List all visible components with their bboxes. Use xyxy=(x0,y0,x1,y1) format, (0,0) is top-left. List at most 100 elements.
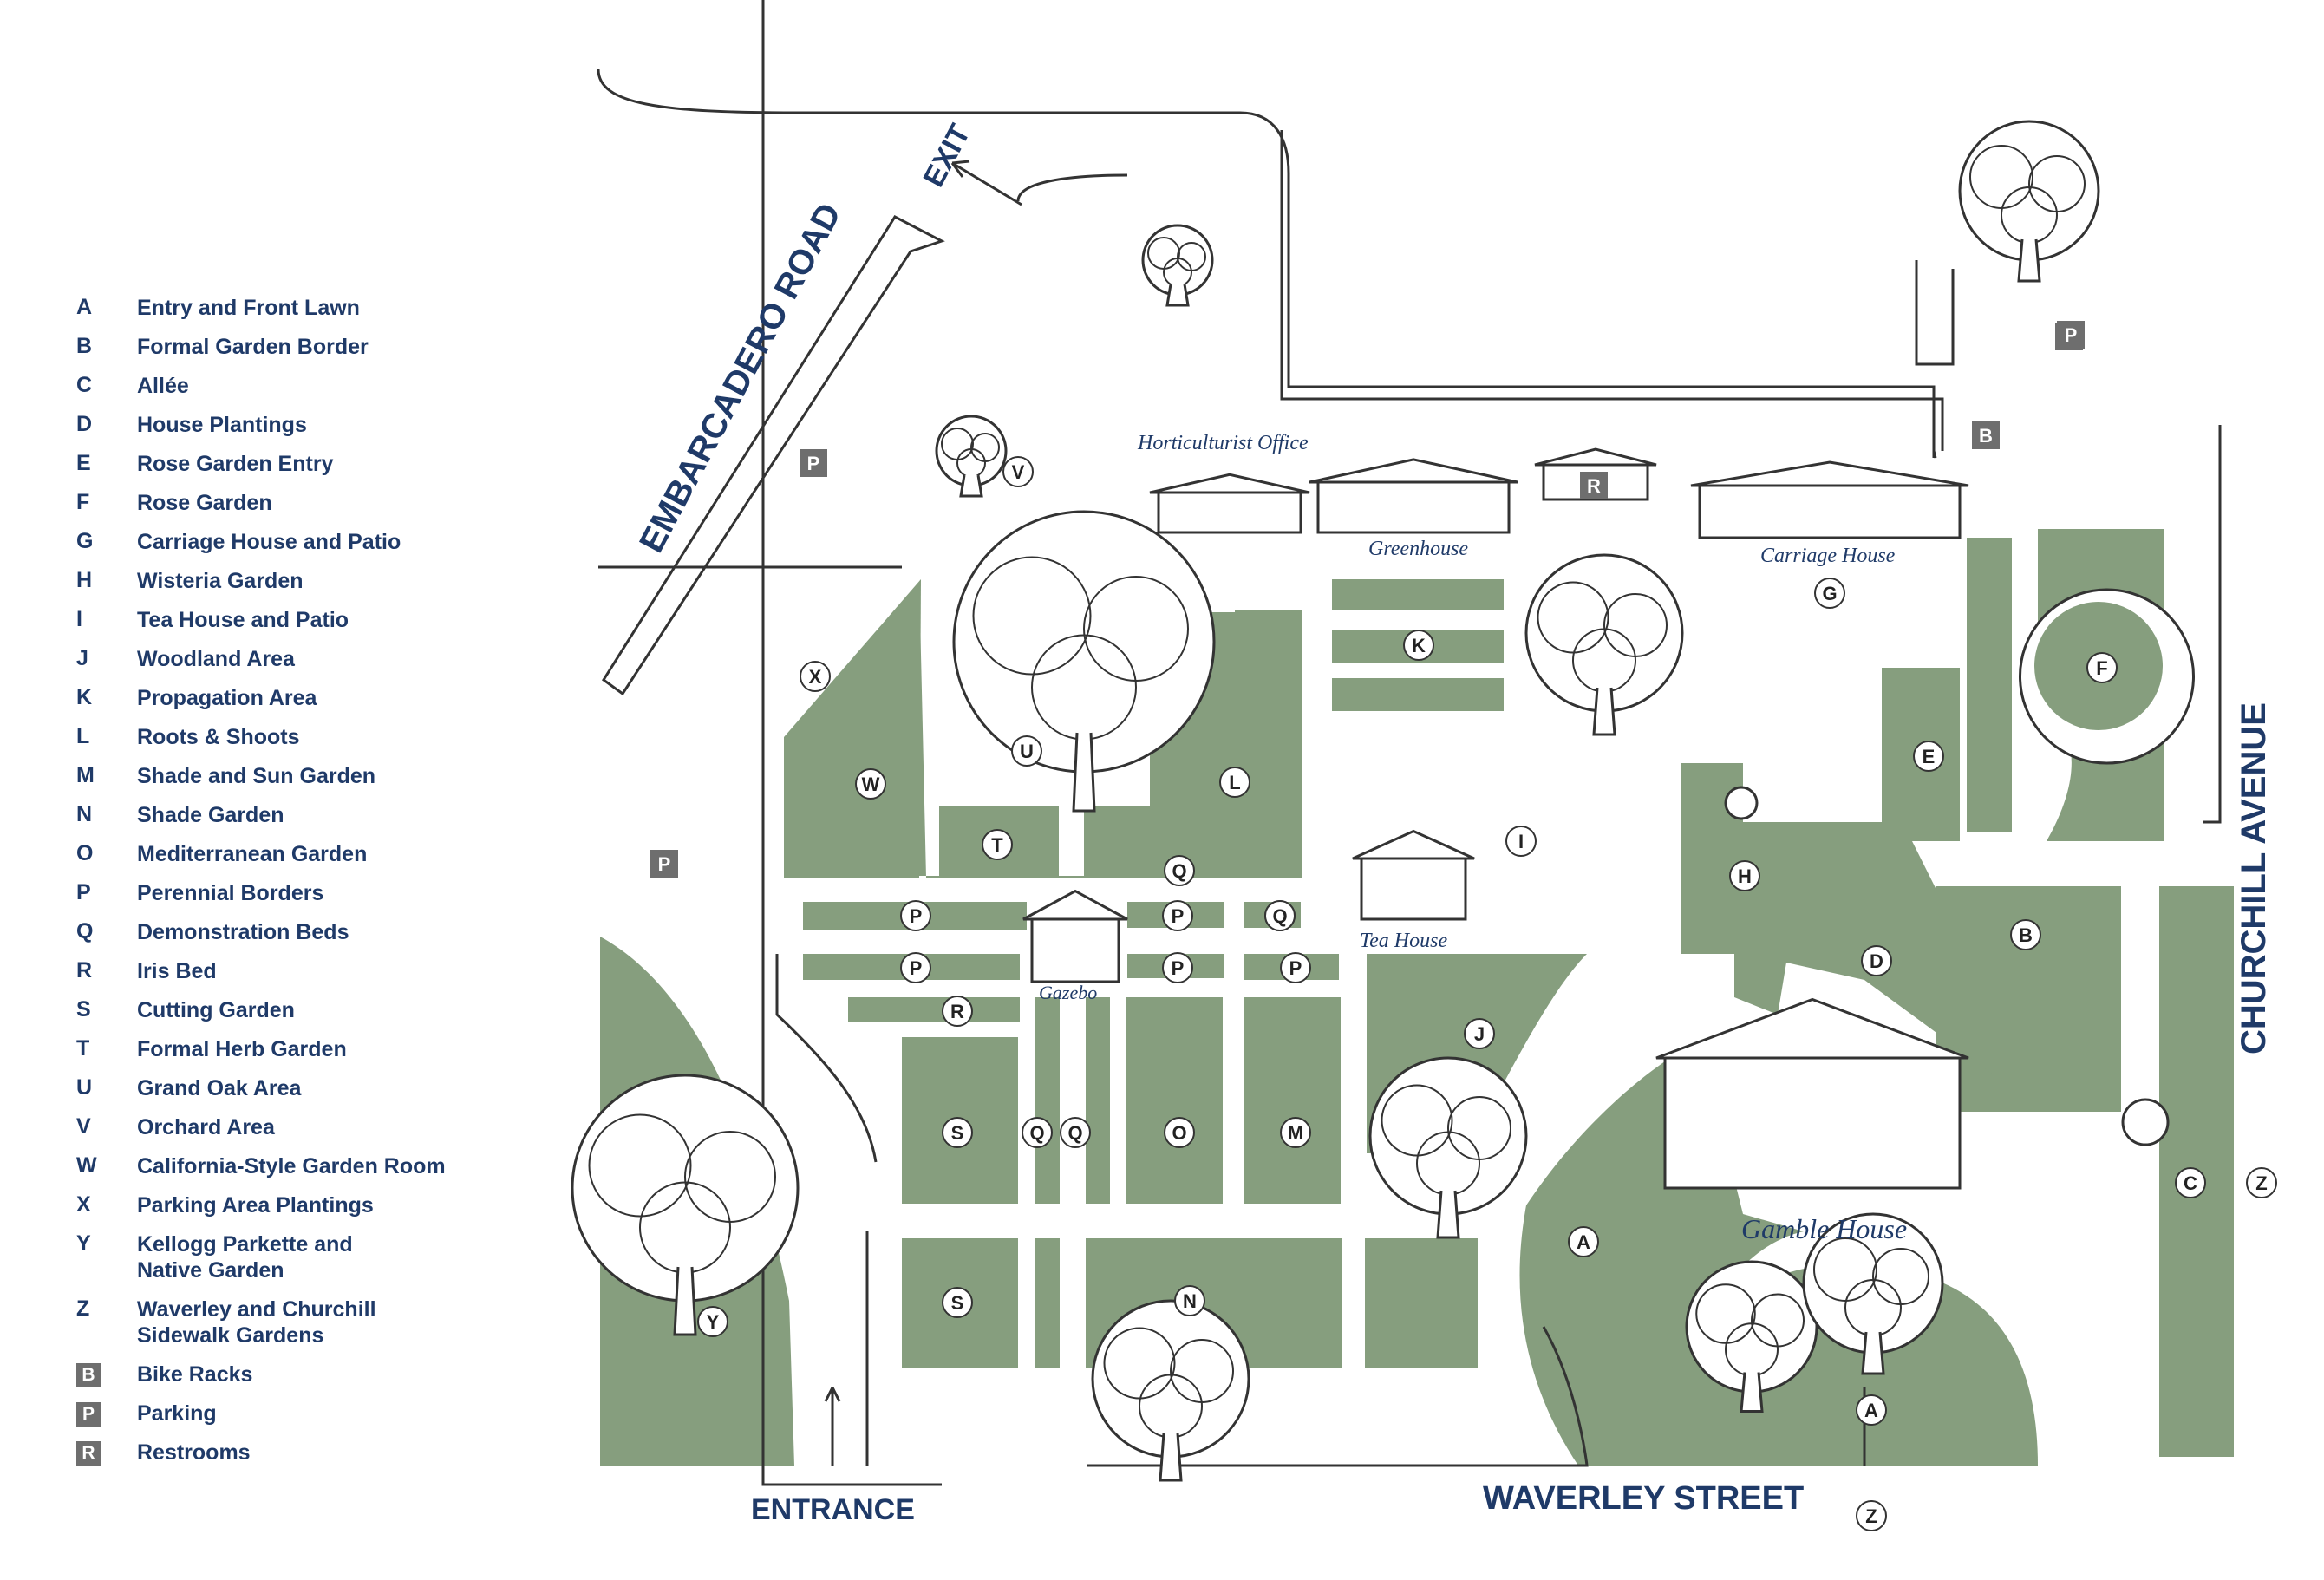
legend-label: Shade and Sun Garden xyxy=(137,764,376,788)
garden-bed xyxy=(1332,678,1504,711)
garden-bed xyxy=(1086,997,1110,1204)
embarcadero-road-edge xyxy=(601,215,945,696)
tea-house-label: Tea House xyxy=(1360,930,1447,952)
legend-label: Mediterranean Garden xyxy=(137,842,368,866)
legend-key: Q xyxy=(76,919,94,943)
entrance-label: ENTRANCE xyxy=(751,1493,915,1526)
paths xyxy=(597,0,2222,1486)
legend-symbol-icon: R xyxy=(76,1440,137,1466)
map-marker-label: I xyxy=(1518,831,1524,852)
legend-label: Carriage House and Patio xyxy=(137,530,401,554)
map-marker-label: W xyxy=(862,774,880,795)
legend-label: Restrooms xyxy=(137,1440,251,1465)
front-lawn-tree-icon xyxy=(1802,1212,1944,1375)
map-marker: P xyxy=(1162,952,1193,983)
legend-item: H Wisteria Garden xyxy=(76,568,527,607)
legend-label: Grand Oak Area xyxy=(137,1076,302,1100)
map-symbol-label: B xyxy=(1979,425,1993,447)
carriage-house-icon xyxy=(1690,460,1969,539)
gamble-house-icon xyxy=(1655,997,1969,1190)
map-marker: Z xyxy=(1856,1500,1887,1531)
map-marker: A xyxy=(1856,1394,1887,1426)
map-marker-label: G xyxy=(1822,583,1837,604)
map-marker-label: S xyxy=(951,1292,964,1314)
garden-bed xyxy=(1035,997,1060,1204)
map-marker-label: Q xyxy=(1067,1122,1082,1144)
legend-label: Demonstration Beds xyxy=(137,920,349,944)
carriage-house-label: Carriage House xyxy=(1760,545,1896,567)
map-marker: I xyxy=(1505,826,1537,857)
garden-bed xyxy=(784,579,921,878)
legend-key: K xyxy=(76,685,93,709)
map-marker-label: R xyxy=(950,1001,964,1022)
legend-key: Z xyxy=(76,1296,90,1321)
garden-beds xyxy=(600,529,2234,1466)
map-marker: F xyxy=(2086,652,2118,683)
embarcadero-road-label: EMBARCADERO ROAD xyxy=(632,197,849,558)
map-marker: R xyxy=(942,996,973,1027)
legend-label: Woodland Area xyxy=(137,647,295,671)
buildings xyxy=(1022,447,1969,1190)
map-symbol-label: P xyxy=(658,853,671,875)
map-marker-label: Q xyxy=(1272,905,1287,927)
legend-label: Wisteria Garden xyxy=(137,569,304,593)
legend-key: S xyxy=(76,997,91,1022)
map-marker-label: L xyxy=(1229,772,1240,793)
waverley-street-label: WAVERLEY STREET xyxy=(1483,1480,1804,1517)
map-marker-label: P xyxy=(1172,905,1185,927)
wisteria-circle xyxy=(1724,786,1759,820)
map-marker-label: X xyxy=(809,666,822,688)
legend-label: Propagation Area xyxy=(137,686,317,710)
map-marker-label: A xyxy=(1864,1400,1878,1421)
map-marker-label: A xyxy=(1577,1231,1590,1253)
map-marker-label: C xyxy=(2184,1172,2197,1194)
map-marker-label: K xyxy=(1412,635,1426,656)
path-line xyxy=(2203,425,2222,824)
map-marker: X xyxy=(800,661,831,692)
roundabout xyxy=(2121,1098,2170,1146)
legend-label: Cutting Garden xyxy=(137,998,295,1022)
map-marker: P xyxy=(1162,900,1193,931)
garden-bed xyxy=(848,997,1020,1022)
map-marker-label: Y xyxy=(707,1311,720,1333)
map-marker: B xyxy=(2010,919,2041,950)
map-marker: Q xyxy=(1264,900,1296,931)
legend-key: D xyxy=(76,412,93,436)
map-symbol-label: R xyxy=(1587,475,1601,497)
greenhouse-label: Greenhouse xyxy=(1368,538,1468,560)
legend-key: H xyxy=(76,568,93,592)
gamble-house-label: Gamble House xyxy=(1741,1213,1907,1244)
map-marker: N xyxy=(1174,1285,1205,1316)
map-marker: D xyxy=(1861,945,1892,976)
legend-key: U xyxy=(76,1075,93,1100)
map-marker: J xyxy=(1464,1018,1495,1049)
exit-arrow-icon xyxy=(950,160,1022,206)
legend-symbol-icon: B xyxy=(76,1361,137,1387)
map-marker: Q xyxy=(1060,1117,1091,1148)
map-marker: W xyxy=(855,768,886,800)
map-marker: T xyxy=(982,829,1013,860)
churchill-avenue-label: CHURCHILL AVENUE xyxy=(2235,702,2273,1054)
tea-house-icon xyxy=(1352,829,1475,921)
horticulturist-office-icon xyxy=(1149,473,1310,534)
legend-item: U Grand Oak Area xyxy=(76,1075,527,1114)
legend-label: Parking xyxy=(137,1401,217,1426)
map-marker: Z xyxy=(2246,1167,2277,1198)
map-marker: S xyxy=(942,1117,973,1148)
map-marker-label: Z xyxy=(2255,1172,2267,1194)
map-marker-label: P xyxy=(910,905,923,927)
trees xyxy=(571,120,2100,1482)
map-symbol: B xyxy=(1972,421,2000,449)
garden-bed xyxy=(1235,610,1302,878)
